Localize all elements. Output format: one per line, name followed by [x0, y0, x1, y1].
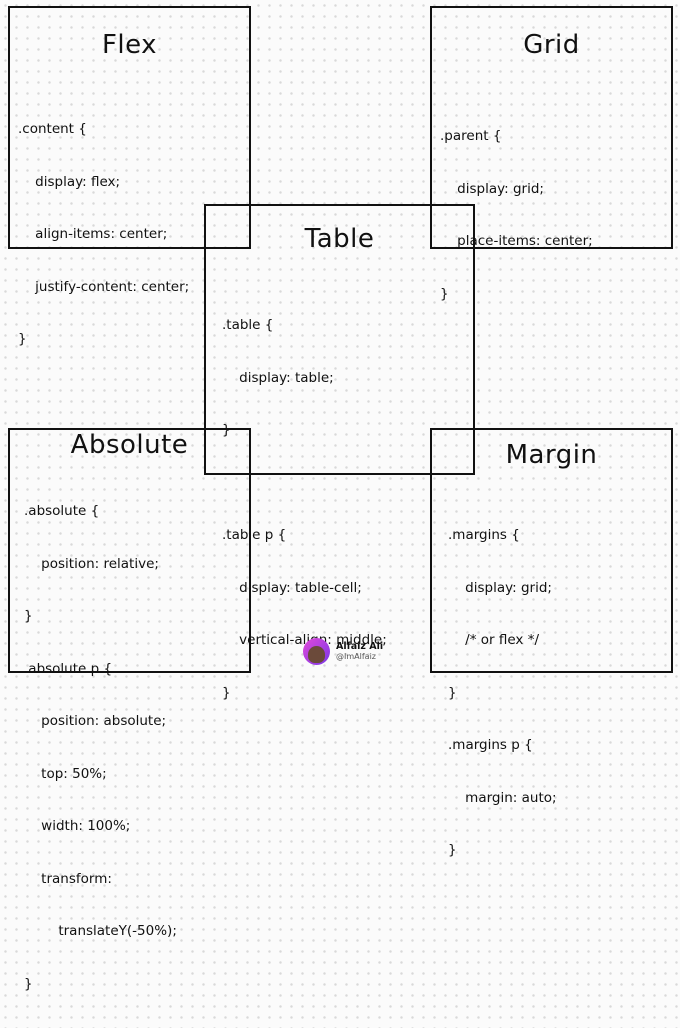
code-line: width: 100%;	[24, 818, 131, 834]
author-badge: Alfaiz Ali @ImAlfaiz	[303, 637, 383, 665]
grid-box: Grid .parent { display: grid; place-item…	[430, 6, 673, 302]
code-line: display: flex;	[18, 173, 121, 190]
table-title: Table	[304, 224, 375, 254]
code-line: }	[440, 285, 449, 302]
avatar-face-icon	[308, 645, 325, 663]
code-line: }	[24, 975, 33, 992]
code-line: }	[18, 331, 27, 347]
code-line: place-items: center;	[440, 233, 593, 249]
code-line: margin: auto;	[448, 789, 557, 806]
code-line: justify-content: center;	[18, 278, 190, 295]
avatar	[303, 637, 330, 665]
code-line: .parent {	[440, 128, 502, 144]
code-line	[222, 475, 387, 493]
author-text: Alfaiz Ali @ImAlfaiz	[336, 641, 383, 662]
author-name: Alfaiz Ali	[336, 640, 384, 652]
code-line: align-items: center;	[18, 226, 168, 242]
margin-code: .margins { display: grid; /* or flex */ …	[448, 492, 557, 895]
code-line: .margins p {	[448, 737, 533, 753]
table-code: .table { display: table; } .table p { di…	[222, 282, 387, 737]
flex-code: .content { display: flex; align-items: c…	[18, 86, 189, 384]
code-line: }	[448, 684, 457, 701]
code-line: .absolute p {	[24, 660, 113, 677]
code-line: position: relative;	[24, 555, 159, 572]
code-line: .table {	[222, 317, 274, 333]
code-line: translateY(-50%);	[24, 923, 177, 939]
code-line: top: 50%;	[24, 765, 107, 782]
code-line: display: table;	[222, 369, 334, 386]
code-line: transform:	[24, 870, 112, 887]
code-line: display: table-cell;	[222, 579, 362, 596]
code-line: .margins {	[448, 527, 520, 543]
code-line: }	[222, 422, 231, 438]
flex-title: Flex	[101, 30, 158, 60]
code-line: }	[448, 842, 457, 858]
absolute-code: .absolute { position: relative; } .absol…	[24, 468, 177, 1028]
code-line: display: grid;	[448, 579, 552, 596]
flex-box: Flex .content { display: flex; align-ite…	[8, 6, 251, 347]
code-line: position: absolute;	[24, 713, 167, 729]
code-line: /* or flex */	[448, 632, 540, 648]
code-line: display: grid;	[440, 180, 544, 197]
grid-title: Grid	[523, 30, 580, 60]
code-line: .table p {	[222, 527, 287, 543]
code-line: .absolute {	[24, 503, 100, 519]
table-box: Table .table { display: table; } .table …	[204, 204, 475, 701]
author-handle: @ImAlfaiz	[336, 651, 376, 661]
code-line: }	[24, 608, 33, 624]
absolute-title: Absolute	[70, 430, 189, 460]
code-line: .content {	[18, 121, 87, 137]
grid-code: .parent { display: grid; place-items: ce…	[440, 93, 593, 338]
margin-title: Margin	[505, 440, 598, 470]
code-line: }	[222, 684, 231, 701]
